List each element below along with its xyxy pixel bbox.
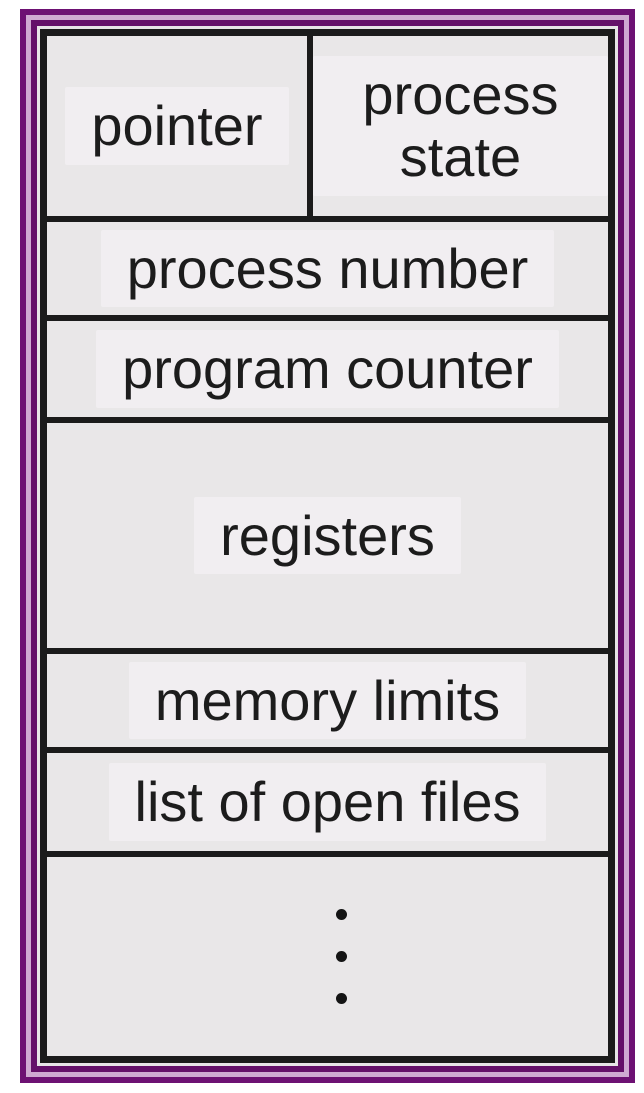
vertical-ellipsis-dot [336,993,347,1004]
frame-table-gap: pointer process state process number pro… [37,26,618,1066]
pcb-row-program-counter: program counter [47,321,608,423]
pointer-label: pointer [65,87,289,165]
pcb-row-registers: registers [47,423,608,654]
pcb-row-memory-limits: memory limits [47,654,608,753]
pcb-row-list-of-open-files: list of open files [47,753,608,857]
pcb-row-pointer-state: pointer process state [47,36,608,222]
pcb-cell-process-state: process state [312,36,608,216]
vertical-ellipsis-dot [336,909,347,920]
pcb-table: pointer process state process number pro… [40,29,615,1063]
memory-limits-label: memory limits [128,661,527,740]
pcb-row-process-number: process number [47,222,608,321]
pcb-row-ellipsis [47,857,608,1056]
process-state-label: process state [312,56,608,196]
purple-frame-outer: pointer process state process number pro… [20,9,635,1083]
pcb-cell-pointer: pointer [47,36,313,216]
vertical-ellipsis-dot [336,951,347,962]
list-of-open-files-label: list of open files [108,763,547,841]
process-number-label: process number [100,229,555,308]
program-counter-label: program counter [96,330,559,408]
purple-frame-inner: pointer process state process number pro… [31,20,624,1072]
registers-label: registers [194,496,461,575]
purple-frame-light-stripe: pointer process state process number pro… [26,15,629,1077]
